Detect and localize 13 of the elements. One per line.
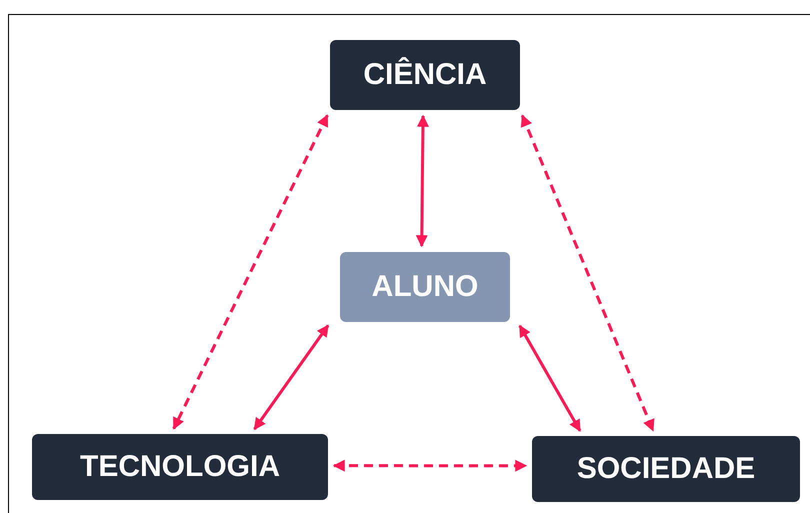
concept-box <box>330 40 520 110</box>
double-arrow <box>518 324 582 432</box>
concept-box <box>32 434 328 500</box>
concept-box <box>532 436 800 502</box>
double-arrow <box>520 114 654 432</box>
concept-label: SOCIEDADE <box>576 454 756 484</box>
double-arrow <box>172 114 329 430</box>
double-arrow <box>332 460 528 472</box>
concept-box <box>340 252 510 322</box>
double-arrow <box>253 324 330 430</box>
double-arrow <box>416 114 429 248</box>
concept-label: ALUNO <box>372 272 478 302</box>
concept-label: TECNOLOGIA <box>80 452 280 482</box>
